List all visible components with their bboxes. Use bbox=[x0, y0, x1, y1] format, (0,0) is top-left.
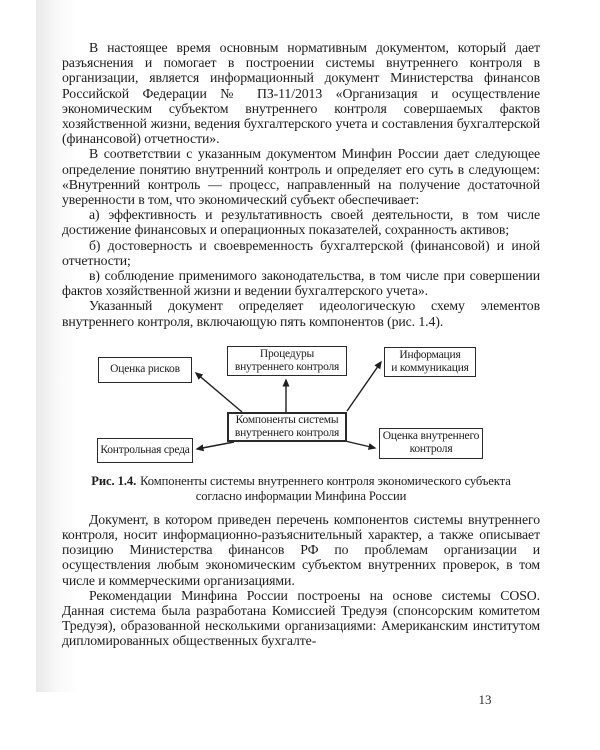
list-item-v: в) соблюдение применимого законодательст… bbox=[62, 268, 540, 299]
diagram-box-information-communication: Информация и коммуникация bbox=[384, 346, 476, 377]
diagram-box-control-evaluation: Оценка внутреннего контроля bbox=[379, 427, 483, 459]
paragraph-coso: Рекомендации Минфина России построены на… bbox=[62, 587, 540, 649]
diagram-internal-control-components: Оценка рисков Процедуры внутреннего конт… bbox=[62, 344, 540, 465]
paragraph-definition: В соответствии с указанным документом Ми… bbox=[62, 146, 540, 208]
list-item-b: б) достоверность и своевременность бухга… bbox=[62, 237, 540, 268]
figure-caption-text: Компоненты системы внутреннего контроля … bbox=[140, 473, 511, 503]
paragraph-intro: В настоящее время основным нормативным д… bbox=[62, 40, 540, 147]
figure-caption-label: Рис. 1.4. bbox=[91, 473, 137, 488]
diagram-box-control-environment: Контрольная среда bbox=[97, 437, 193, 463]
page-content: В настоящее время основным нормативным д… bbox=[62, 40, 540, 649]
diagram-box-components-center: Компоненты системы внутреннего контроля bbox=[227, 411, 347, 442]
figure-caption: Рис. 1.4.Компоненты системы внутреннего … bbox=[91, 474, 511, 504]
diagram-box-control-procedures: Процедуры внутреннего контроля bbox=[227, 345, 347, 376]
paragraph-document-nature: Документ, в котором приведен перечень ко… bbox=[62, 511, 540, 588]
paragraph-figure-ref: Указанный документ определяет идеологиче… bbox=[62, 298, 540, 329]
page-number: 13 bbox=[478, 692, 492, 707]
diagram-box-risk-assessment: Оценка рисков bbox=[98, 356, 192, 383]
figure-1-4: Оценка рисков Процедуры внутреннего конт… bbox=[62, 344, 540, 504]
list-item-a: а) эффективность и результативность свое… bbox=[62, 207, 540, 238]
